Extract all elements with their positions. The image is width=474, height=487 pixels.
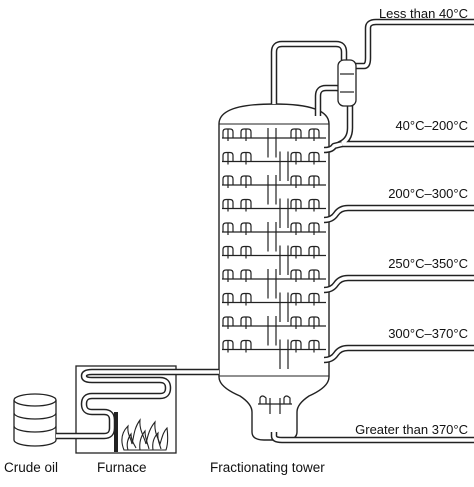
crude-oil-drum bbox=[13, 393, 57, 447]
flame-icon bbox=[121, 418, 169, 451]
side-draw-pipes bbox=[270, 140, 474, 444]
tray bbox=[222, 292, 326, 322]
tray bbox=[222, 128, 326, 158]
tray bbox=[222, 198, 326, 228]
furnace-coil bbox=[80, 368, 219, 428]
tray bbox=[222, 222, 326, 252]
bubble-cap-trays bbox=[222, 128, 326, 369]
burner-post bbox=[114, 412, 118, 452]
tray bbox=[222, 316, 326, 346]
tray bbox=[222, 269, 326, 299]
fraction-label-4: 250°C–350°C bbox=[388, 256, 468, 271]
fraction-label-6: Greater than 370°C bbox=[355, 422, 468, 437]
fraction-label-5: 300°C–370°C bbox=[388, 326, 468, 341]
fraction-label-3: 200°C–300°C bbox=[388, 186, 468, 201]
crude-feed-pipe bbox=[56, 427, 116, 440]
tower-caption: Fractionating tower bbox=[210, 460, 325, 475]
overhead-vapour-pipe bbox=[270, 40, 348, 104]
tray bbox=[222, 175, 326, 205]
fraction-label-1: Less than 40°C bbox=[379, 6, 468, 21]
light-gas-outlet-pipe bbox=[356, 18, 474, 70]
tray bbox=[222, 151, 326, 181]
crude-oil-caption: Crude oil bbox=[4, 460, 58, 475]
fractionating-tower-body bbox=[218, 103, 330, 441]
fraction-label-2: 40°C–200°C bbox=[395, 118, 468, 133]
furnace-caption: Furnace bbox=[97, 460, 147, 475]
tray bbox=[222, 339, 326, 369]
sump-tray bbox=[258, 395, 292, 414]
tray bbox=[222, 245, 326, 275]
condenser bbox=[337, 59, 357, 107]
